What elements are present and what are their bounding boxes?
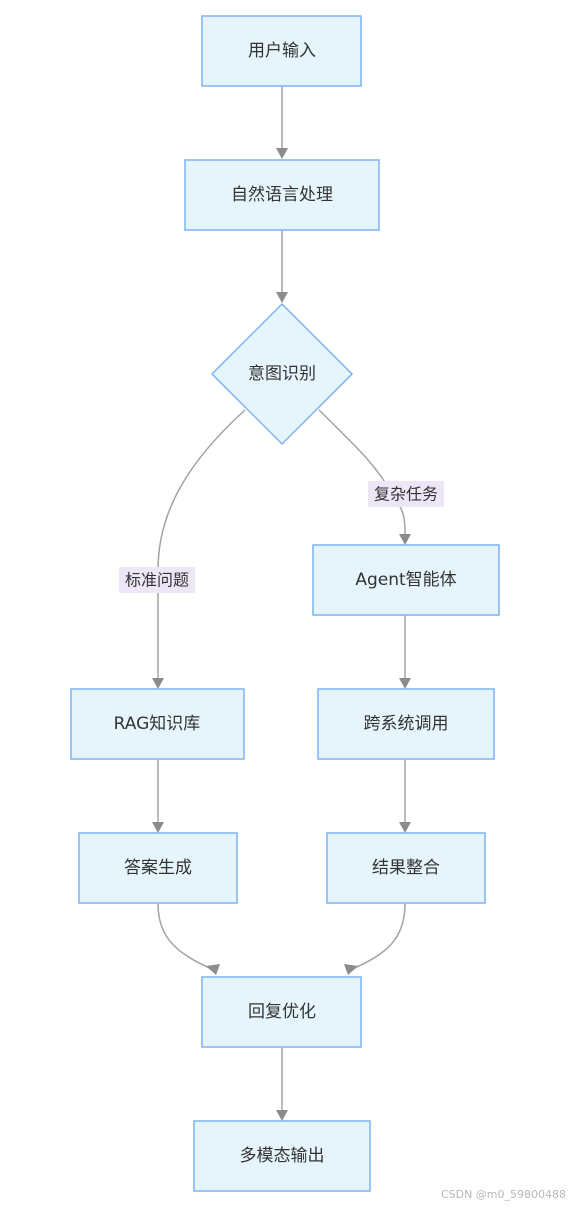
edge-intent-to-rag — [157, 409, 246, 680]
node-user-input-label: 用户输入 — [248, 41, 316, 61]
node-result-merge: 结果整合 — [326, 832, 486, 904]
edge-answer-to-reply — [157, 903, 215, 971]
node-reply-opt-label: 回复优化 — [248, 1002, 316, 1022]
node-answer-gen: 答案生成 — [78, 832, 238, 904]
node-rag-label: RAG知识库 — [114, 714, 201, 734]
node-agent: Agent智能体 — [312, 544, 500, 616]
node-multimodal-label: 多模态输出 — [240, 1146, 325, 1166]
arrow-head — [276, 1110, 288, 1121]
edge-merge-to-reply — [349, 903, 406, 971]
node-intent-decision: 意图识别 — [210, 302, 354, 446]
watermark: CSDN @m0_59800488 — [440, 1188, 566, 1201]
edge-intent-to-agent — [318, 409, 406, 537]
node-result-merge-label: 结果整合 — [372, 858, 440, 878]
node-cross-system-label: 跨系统调用 — [364, 714, 449, 734]
node-multimodal: 多模态输出 — [193, 1120, 371, 1192]
edge-label-bg — [119, 567, 195, 593]
edge-label-standard-text: 标准问题 — [125, 571, 189, 590]
arrow-head — [399, 534, 411, 545]
edge-label-complex: 复杂任务 — [368, 481, 444, 507]
edge-label-standard: 标准问题 — [119, 567, 195, 593]
arrow-head — [399, 822, 411, 833]
node-answer-gen-label: 答案生成 — [124, 858, 192, 878]
edge-label-bg — [368, 481, 444, 507]
edges — [152, 86, 411, 1121]
arrow-head — [152, 822, 164, 833]
arrow-head — [206, 964, 220, 975]
node-user-input: 用户输入 — [201, 15, 362, 87]
arrow-head — [152, 678, 164, 689]
node-agent-label: Agent智能体 — [355, 570, 456, 590]
node-cross-system: 跨系统调用 — [317, 688, 495, 760]
node-nlp: 自然语言处理 — [184, 159, 380, 231]
arrow-head — [344, 964, 358, 975]
arrow-head — [276, 292, 288, 303]
arrow-head — [276, 148, 288, 159]
arrow-head — [399, 678, 411, 689]
node-intent-label: 意图识别 — [248, 364, 316, 384]
edge-label-complex-text: 复杂任务 — [374, 485, 438, 504]
node-reply-opt: 回复优化 — [201, 976, 362, 1048]
node-rag: RAG知识库 — [70, 688, 245, 760]
node-nlp-label: 自然语言处理 — [231, 185, 333, 205]
